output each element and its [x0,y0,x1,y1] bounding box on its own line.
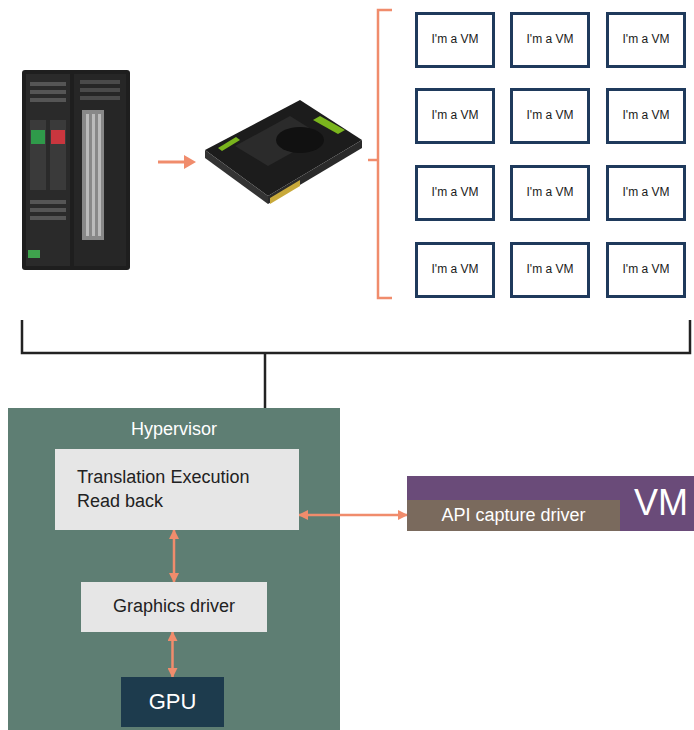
box-label: I'm a VM [623,32,670,48]
vm-box: I'm a VM [606,12,686,68]
panel-title: VM [634,481,688,525]
vm-box: I'm a VM [510,165,590,221]
box-label: API capture driver [441,504,585,527]
vm-box: I'm a VM [415,165,495,221]
driver-box: Graphics driver [81,582,267,632]
panel-title: Hypervisor [8,418,340,441]
box-label: I'm a VM [623,185,670,201]
hypervisor-panel: HypervisorTranslation Execution Read bac… [8,408,340,730]
box-label: I'm a VM [527,32,574,48]
box-label: I'm a VM [623,108,670,124]
connector-arrow [171,632,174,677]
vm-box: I'm a VM [415,88,495,144]
connector-arrow [299,514,407,517]
box-label: I'm a VM [432,185,479,201]
box-label: I'm a VM [527,108,574,124]
arrow-head [184,155,196,169]
box-label: I'm a VM [527,262,574,278]
bracket [368,10,392,298]
driver-box: API capture driver [407,500,620,531]
hypervisor-ground [8,408,340,730]
gpu-card-illustration [205,100,362,204]
server-illustration [22,70,130,270]
connector-arrow [173,530,176,582]
arrow-line [158,161,186,164]
vm-box: I'm a VM [510,12,590,68]
group-bracket [22,320,690,408]
vm-box: I'm a VM [606,165,686,221]
box-label: I'm a VM [527,185,574,201]
box-label: I'm a VM [432,262,479,278]
vm-box: I'm a VM [510,88,590,144]
gpu-box: GPU [121,677,224,727]
box-label: I'm a VM [432,32,479,48]
vm-box: I'm a VM [510,242,590,298]
process-box: Translation Execution Read back [55,449,299,530]
box-label: GPU [149,688,197,717]
vm-box: I'm a VM [415,242,495,298]
box-label: Translation Execution Read back [77,466,277,513]
vm-band: VM API capture driver [407,476,694,531]
box-label: Graphics driver [113,595,235,618]
vm-box: I'm a VM [415,12,495,68]
box-label: I'm a VM [623,262,670,278]
vm-box: I'm a VM [606,88,686,144]
vm-box: I'm a VM [606,242,686,298]
box-label: I'm a VM [432,108,479,124]
